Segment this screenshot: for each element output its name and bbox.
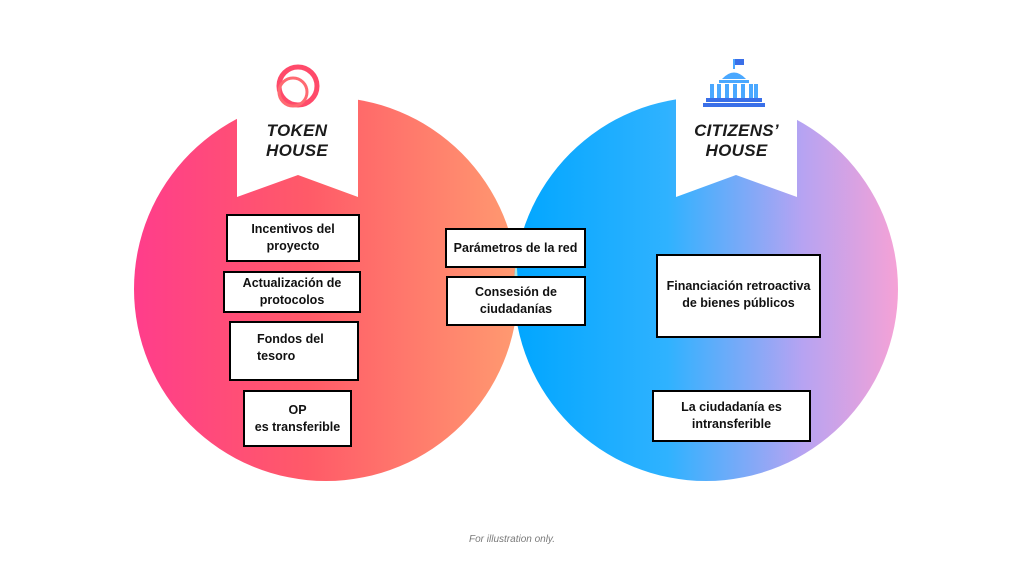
capitol-building-icon [703, 59, 765, 107]
token-item-op-transferable: OP es transferible [243, 390, 352, 447]
citizens-house-banner [676, 36, 797, 197]
shared-item-citizenship-grant: Consesión de ciudadanías [446, 276, 586, 326]
citizens-house-title-line2: HOUSE [705, 141, 768, 160]
token-item-treasury-line2: tesoro [257, 349, 296, 363]
citizens-item-retro-funding-line2: de bienes públicos [682, 296, 795, 310]
token-item-op-transferable-line1: OP [288, 402, 307, 417]
shared-item-citizenship-grant-line2: ciudadanías [479, 302, 553, 316]
token-item-treasury-line1: Fondos del [257, 332, 324, 346]
token-item-op-transferable-line2: es transferible [254, 419, 341, 434]
token-item-incentives-line2: proyecto [266, 239, 320, 253]
citizens-item-retro-funding: Financiación retroactiva de bienes públi… [656, 254, 821, 338]
token-house-banner [237, 36, 358, 197]
token-item-protocol-upgrades-line1: Actualización de [242, 276, 342, 290]
token-item-protocol-upgrades-line2: protocolos [259, 293, 325, 307]
token-item-protocol-upgrades: Actualización de protocolos [223, 271, 361, 313]
shared-item-network-params: Parámetros de la red [445, 228, 586, 268]
shared-item-network-params-line1: Parámetros de la red [453, 240, 578, 255]
citizens-house-title-line1: CITIZENS’ [694, 121, 779, 140]
citizens-house-title: CITIZENS’ HOUSE [676, 121, 797, 161]
citizens-item-retro-funding-line1: Financiación retroactiva [666, 279, 811, 293]
token-house-title-line2: HOUSE [266, 141, 328, 160]
token-house-title: TOKEN HOUSE [247, 121, 347, 161]
footnote: For illustration only. [469, 534, 555, 545]
token-item-treasury: Fondos del tesoro [229, 321, 359, 381]
citizens-item-citizenship-nontransferable-line1: La ciudadanía es [681, 400, 782, 414]
token-item-incentives: Incentivos del proyecto [226, 214, 360, 262]
token-house-title-line1: TOKEN [266, 121, 328, 140]
token-item-incentives-line1: Incentivos del [251, 222, 335, 236]
optimism-ring-logo-icon [276, 64, 320, 108]
citizens-item-citizenship-nontransferable: La ciudadanía es intransferible [652, 390, 811, 442]
citizens-item-citizenship-nontransferable-line2: intransferible [691, 417, 772, 431]
shared-item-citizenship-grant-line1: Consesión de [475, 285, 557, 299]
